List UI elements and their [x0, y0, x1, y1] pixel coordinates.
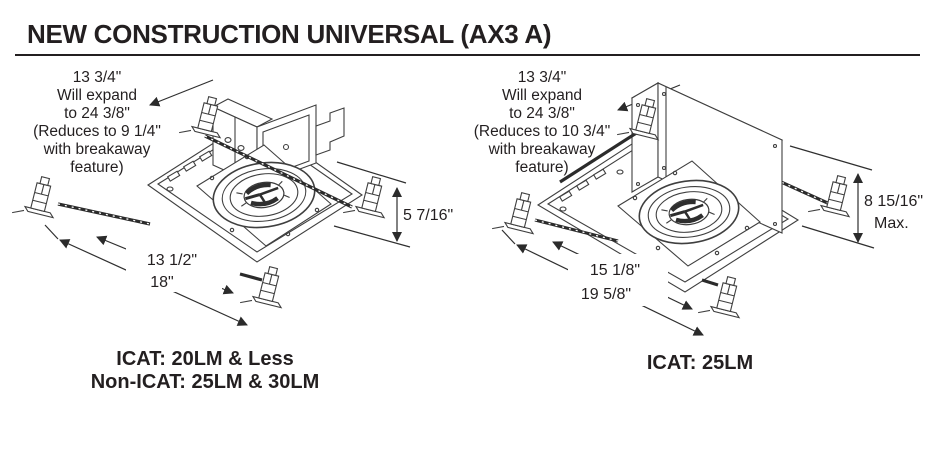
- note-line: Will expand: [57, 87, 137, 104]
- nailer-bracket-left: [491, 187, 543, 240]
- note-line: feature): [515, 159, 568, 176]
- inner-width-label: 13 1/2": [147, 252, 197, 269]
- aperture: [638, 179, 740, 245]
- stepped-bracket: [315, 107, 345, 156]
- caption-line: Non-ICAT: 25LM & 30LM: [90, 371, 320, 393]
- sliding-rail: [559, 130, 639, 184]
- caption-left: ICAT: 20LM & Less Non-ICAT: 25LM & 30LM: [40, 348, 370, 394]
- housing-right: [491, 82, 859, 324]
- nailer-bracket-left: [11, 171, 63, 224]
- aperture: [212, 161, 316, 229]
- figure-right-housing-drawing: 13 3/4" Will expand to 24 3/8" (Reduces …: [474, 69, 923, 336]
- pan-clips: [558, 168, 624, 212]
- expand-arrow-icon: [149, 79, 214, 107]
- height-dimension-left: 5 7/16": [333, 161, 453, 248]
- note-line: 13 3/4": [73, 69, 122, 86]
- width-dimensions-right: 15 1/8" 19 5/8": [501, 229, 704, 336]
- note-line: Will expand: [502, 87, 582, 104]
- caption-right: ICAT: 25LM: [570, 352, 830, 375]
- note-line: 13 3/4": [518, 69, 567, 86]
- outer-width-label: 19 5/8": [581, 286, 631, 303]
- nailer-bracket-bottom: [239, 261, 291, 314]
- note-line: with breakaway: [488, 141, 596, 158]
- height-dimension-right: 8 15/16" Max.: [789, 145, 923, 249]
- inner-width-label: 15 1/8": [590, 262, 640, 279]
- page-title: NEW CONSTRUCTION UNIVERSAL (AX3 A): [27, 19, 552, 49]
- figure-left-housing-drawing: 13 3/4" Will expand to 24 3/8" (Reduces …: [11, 69, 453, 326]
- note-line: with breakaway: [43, 141, 151, 158]
- hanger-bar-back: [204, 134, 353, 209]
- height-dimension-label: 5 7/16": [403, 207, 453, 224]
- note-line: to 24 3/8": [509, 105, 575, 122]
- height-dimension-label: 8 15/16": [864, 193, 923, 210]
- height-dimension-qualifier: Max.: [874, 215, 909, 232]
- expansion-note-right: 13 3/4" Will expand to 24 3/8" (Reduces …: [474, 69, 681, 176]
- caption-line: ICAT: 20LM & Less: [116, 348, 294, 370]
- note-line: (Reduces to 9 1/4": [33, 123, 161, 140]
- title-rule: [15, 54, 920, 56]
- hanger-bar-front: [534, 218, 719, 287]
- note-line: (Reduces to 10 3/4": [474, 123, 610, 140]
- caption-line: ICAT: 25LM: [646, 352, 754, 374]
- note-line: feature): [70, 159, 123, 176]
- housing-left: [11, 91, 394, 314]
- note-line: to 24 3/8": [64, 105, 130, 122]
- outer-width-label: 18": [150, 274, 173, 291]
- width-dimensions-left: 13 1/2" 18": [44, 224, 248, 326]
- expansion-note-left: 13 3/4" Will expand to 24 3/8" (Reduces …: [33, 69, 214, 176]
